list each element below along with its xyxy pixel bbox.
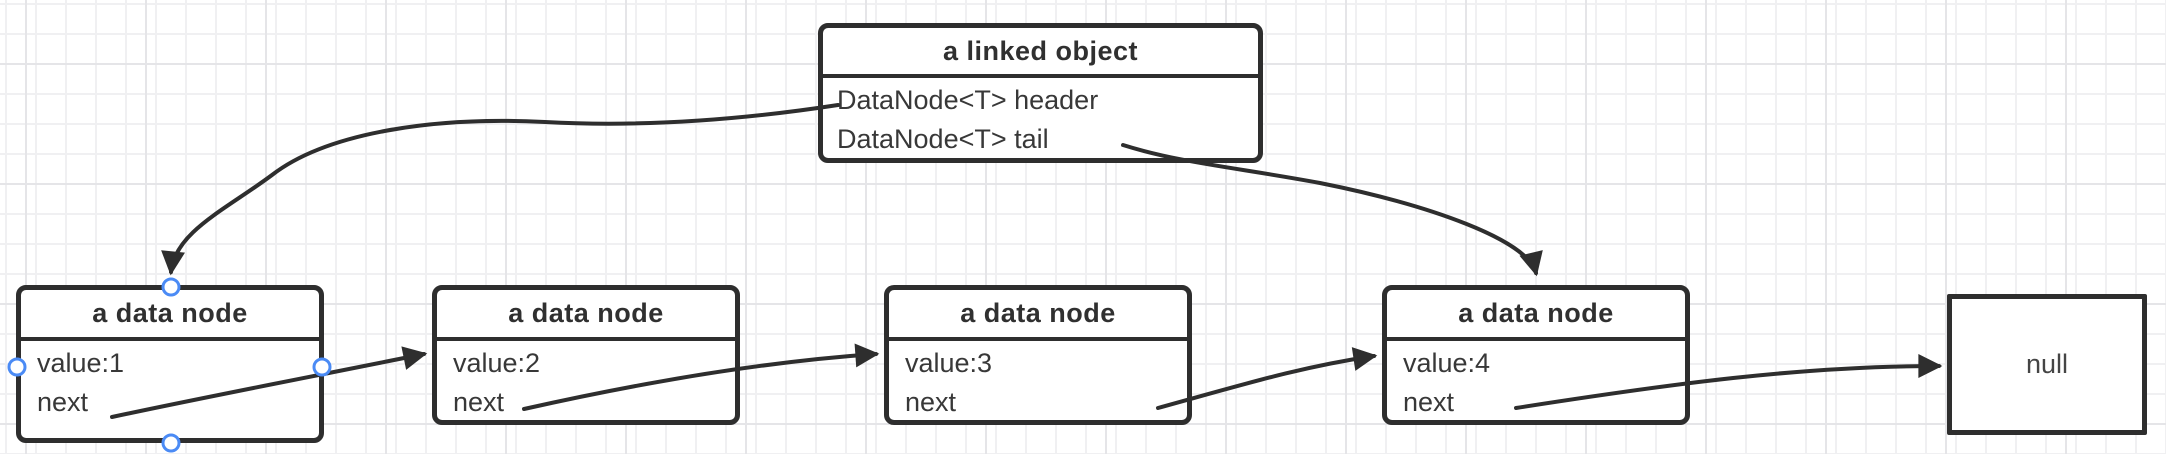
linked-object-box[interactable]: a linked object DataNode<T> header DataN… xyxy=(818,23,1263,163)
linked-object-field-header: DataNode<T> header xyxy=(837,85,1099,115)
data-node-1-next: next xyxy=(37,387,89,417)
data-node-2-box[interactable]: a data node value:2 next xyxy=(432,285,740,425)
data-node-3-next: next xyxy=(905,387,957,417)
data-node-1-value: value:1 xyxy=(37,348,125,378)
linked-object-body: DataNode<T> header DataNode<T> tail xyxy=(823,78,1258,159)
data-node-3-value: value:3 xyxy=(905,348,993,378)
data-node-3-body: value:3 next xyxy=(889,341,1187,422)
data-node-4-title: a data node xyxy=(1387,290,1685,341)
data-node-4-body: value:4 next xyxy=(1387,341,1685,422)
linked-object-field-tail: DataNode<T> tail xyxy=(837,124,1049,154)
edge-tail-to-node4[interactable] xyxy=(1121,143,1543,277)
data-node-3-title: a data node xyxy=(889,290,1187,341)
data-node-2-title: a data node xyxy=(437,290,735,341)
data-node-1-body: value:1 next xyxy=(21,341,319,422)
data-node-4-box[interactable]: a data node value:4 next xyxy=(1382,285,1690,425)
edge-header-to-node1[interactable] xyxy=(161,103,840,276)
null-label: null xyxy=(2025,349,2069,379)
data-node-3-box[interactable]: a data node value:3 next xyxy=(884,285,1192,425)
data-node-2-body: value:2 next xyxy=(437,341,735,422)
linked-object-title: a linked object xyxy=(823,28,1258,78)
data-node-4-next: next xyxy=(1403,387,1455,417)
data-node-2-value: value:2 xyxy=(453,348,541,378)
data-node-2-next: next xyxy=(453,387,505,417)
null-box[interactable]: null xyxy=(1947,294,2147,435)
data-node-1-box[interactable]: a data node value:1 next xyxy=(16,285,324,443)
data-node-1-title: a data node xyxy=(21,290,319,341)
data-node-4-value: value:4 xyxy=(1403,348,1491,378)
